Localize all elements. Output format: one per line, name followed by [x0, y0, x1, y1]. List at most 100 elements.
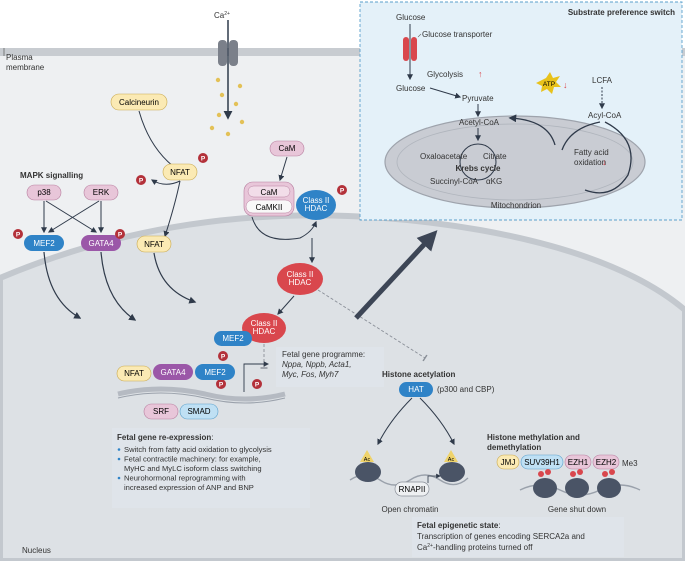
glucose-label: Glucose: [396, 84, 426, 93]
phosphate-label: P: [340, 188, 345, 195]
reexpression-bullet-line: MyHC and MyLC isoform class switching: [124, 464, 262, 473]
reexpression-bullet-line: Fetal contractile machinery: for example…: [124, 455, 261, 464]
cam-camkii-node: CaM CaMKII: [243, 181, 295, 217]
ac-mark-1: Ac: [364, 457, 371, 463]
calcium-ion: [209, 125, 215, 131]
rnapii-label: RNAPII: [399, 485, 426, 494]
cam-label: CaM: [261, 188, 278, 197]
ezh1-label: EZH1: [568, 458, 589, 467]
erk-node: ERK: [83, 184, 119, 201]
epigenetic-line2: Ca2+-handling proteins turned off: [417, 543, 533, 552]
erk-label: ERK: [93, 188, 110, 197]
calcium-ion: [219, 92, 225, 98]
epigenetic-state-box: Fetal epigenetic state: Transcription of…: [412, 517, 624, 557]
me3-label: Me3: [622, 459, 638, 468]
ac-mark-2: Ac: [448, 457, 455, 463]
phosphate-label: P: [139, 178, 144, 185]
chromatin-mef2: MEF2: [195, 364, 235, 380]
substrate-title: Substrate preference switch: [568, 8, 675, 17]
acetylation-title: Histone acetylation: [382, 370, 455, 379]
hat-node: HAT: [399, 382, 433, 397]
nfat-bottom-label: NFAT: [144, 240, 164, 249]
phosphate-marker: P: [13, 229, 23, 239]
calcineurin-node: Calcineurin: [110, 93, 168, 111]
gata4-node: GATA4: [81, 235, 121, 251]
camkii-label: CaMKII: [256, 203, 283, 212]
ezh2-label: EZH2: [596, 458, 617, 467]
jmj-label: JMJ: [501, 458, 516, 467]
chromatin-smad-label: SMAD: [187, 407, 210, 416]
hat-label: HAT: [408, 385, 424, 394]
calcium-ions: [209, 77, 245, 137]
phosphate-marker: P: [198, 153, 208, 163]
mef2-node: MEF2: [24, 235, 64, 251]
calcium-ion: [237, 83, 243, 89]
bullet-dot: [117, 448, 121, 451]
calcium-ion: [225, 131, 231, 137]
suv39h1-label: SUV39H1: [524, 458, 560, 467]
acylcoa-label: Acyl-CoA: [588, 111, 622, 120]
reexpression-bullet-line: Switch from fatty acid oxidation to glyc…: [124, 445, 272, 454]
jmj-node: JMJ: [496, 454, 520, 470]
reexpression-box: Fetal gene re-expression: Switch from fa…: [112, 428, 310, 508]
chromatin-smad: SMAD: [179, 403, 219, 420]
phosphate-marker: P: [115, 229, 125, 239]
chromatin-gata4: GATA4: [153, 364, 193, 380]
glucose-top-label: Glucose: [396, 13, 426, 22]
phosphate-label: P: [118, 232, 123, 239]
open-chromatin-label: Open chromatin: [382, 505, 439, 514]
reexpression-title: Fetal gene re-expression:: [117, 433, 214, 442]
phosphate-label: P: [255, 382, 260, 389]
atp-star-icon: [536, 72, 561, 94]
mef2-hdac-node: MEF2: [214, 331, 252, 346]
calcium-channel: [218, 20, 238, 120]
chromatin-srf-label: SRF: [153, 407, 169, 416]
switch-arrow: [354, 230, 438, 320]
epigenetic-title: Fetal epigenetic state:: [417, 521, 501, 530]
succinyl-coa-label: Succinyl-CoA: [430, 177, 479, 186]
hat-note: (p300 and CBP): [437, 385, 495, 394]
reexpression-bullet-line: Neurohormonal reprogramming with: [124, 474, 246, 483]
krebs-cycle-label: Krebs cycle: [456, 164, 501, 173]
calcium-ion-label: Ca2+: [214, 11, 230, 20]
chromatin-gata4-label: GATA4: [160, 368, 186, 377]
acetylcoa-label: Acetyl-CoA: [459, 118, 500, 127]
chromatin-srf: SRF: [143, 403, 179, 420]
chromatin-mef2-label: MEF2: [204, 368, 226, 377]
open-chromatin: Ac Ac RNAPII: [349, 450, 469, 497]
atp-label: ATP: [543, 81, 555, 88]
glycolysis-label: Glycolysis: [427, 70, 463, 79]
reexpression-bullets: Switch from fatty acid oxidation to glyc…: [117, 445, 272, 492]
fetal-programme-genes2: Myc, Fos, Myh7: [282, 370, 339, 379]
citrate-label: Citrate: [483, 152, 507, 161]
gata4-label: GATA4: [88, 239, 114, 248]
akg-label: αKG: [486, 177, 502, 186]
phosphate-label: P: [16, 232, 21, 239]
nucleus-label: Nucleus: [22, 546, 51, 555]
phosphate-marker: P: [252, 379, 262, 389]
methylation-title-1: Histone methylation and: [487, 433, 580, 442]
phosphate-marker: P: [216, 379, 226, 389]
calcium-ion: [215, 77, 221, 83]
phosphate-label: P: [201, 156, 206, 163]
oxaloacetate-label: Oxaloacetate: [420, 152, 468, 161]
lcfa-label: LCFA: [592, 76, 613, 85]
reexpression-bullet-line: increased expression of ANP and BNP: [124, 483, 254, 492]
fetal-programme-box: Fetal gene programme: Nppa, Nppb, Acta1,…: [276, 347, 384, 387]
bullet-dot: [117, 476, 121, 480]
phosphate-marker: P: [136, 175, 146, 185]
glycolysis-up-icon: ↑: [478, 69, 483, 79]
bullet-dot: [117, 457, 121, 461]
dna-strand: [117, 386, 286, 402]
phosphate-marker: P: [218, 351, 228, 361]
calcium-ion: [239, 119, 245, 125]
plasma-membrane: [0, 48, 685, 56]
glucose-transporter-label: Glucose transporter: [422, 30, 493, 39]
